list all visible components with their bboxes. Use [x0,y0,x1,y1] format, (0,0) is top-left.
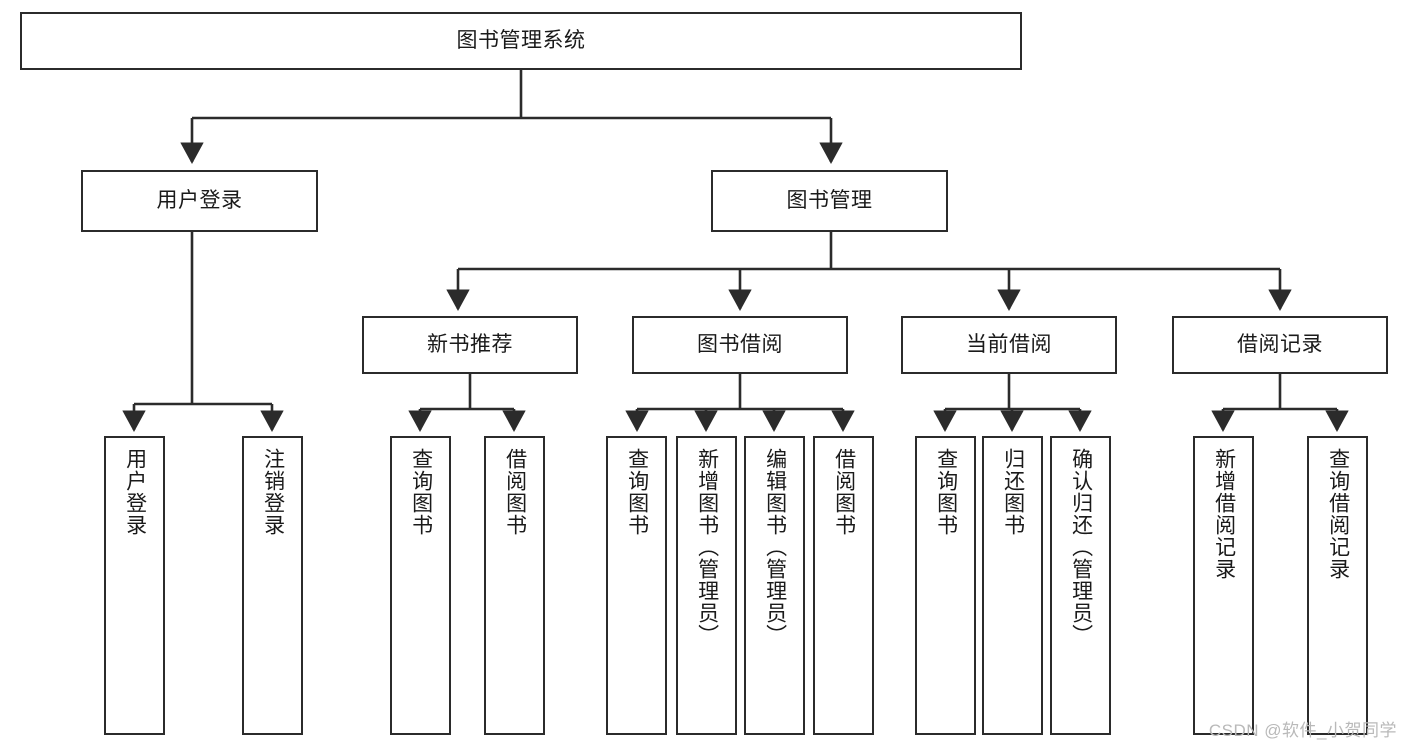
node-label: 查询图书 [934,448,958,536]
node-label: 借阅图书 [503,448,527,536]
leaf-borrow-book-newbook[interactable]: 借阅图书 [484,436,545,735]
node-label: 图书管理系统 [456,29,586,53]
node-label: 图书管理 [786,189,873,213]
leaf-borrow-book[interactable]: 借阅图书 [813,436,874,735]
leaf-search-borrow-record[interactable]: 查询借阅记录 [1307,436,1368,735]
leaf-add-borrow-record[interactable]: 新增借阅记录 [1193,436,1254,735]
node-new-book-recommendation[interactable]: 新书推荐 [362,316,578,374]
node-label: 当前借阅 [966,333,1052,357]
node-label: 新增图书（管理员） [695,448,719,646]
node-label: 编辑图书（管理员） [763,448,787,646]
leaf-add-book-admin[interactable]: 新增图书（管理员） [676,436,737,735]
node-label: 借阅记录 [1237,333,1323,357]
node-root-library-management-system[interactable]: 图书管理系统 [20,12,1022,70]
leaf-user-login[interactable]: 用户登录 [104,436,165,735]
watermark-text: CSDN @软件_小贺同学 [1208,721,1397,740]
node-label: 新书推荐 [427,333,513,357]
node-borrow-records[interactable]: 借阅记录 [1172,316,1388,374]
leaf-return-book[interactable]: 归还图书 [982,436,1043,735]
node-book-management[interactable]: 图书管理 [711,170,948,232]
node-label: 归还图书 [1001,448,1025,536]
leaf-logout[interactable]: 注销登录 [242,436,303,735]
leaf-search-book-borrow[interactable]: 查询图书 [606,436,667,735]
leaf-confirm-return-admin[interactable]: 确认归还（管理员） [1050,436,1111,735]
node-label: 借阅图书 [832,448,856,536]
node-label: 用户登录 [123,448,147,536]
node-book-borrowing[interactable]: 图书借阅 [632,316,848,374]
node-label: 查询借阅记录 [1326,448,1350,580]
node-label: 注销登录 [261,448,285,536]
node-label: 查询图书 [625,448,649,536]
node-label: 确认归还（管理员） [1069,448,1093,646]
node-label: 查询图书 [409,448,433,536]
node-label: 图书借阅 [697,333,783,357]
node-current-borrowing[interactable]: 当前借阅 [901,316,1117,374]
leaf-search-book-current[interactable]: 查询图书 [915,436,976,735]
leaf-edit-book-admin[interactable]: 编辑图书（管理员） [744,436,805,735]
node-user-login[interactable]: 用户登录 [81,170,318,232]
node-label: 新增借阅记录 [1212,448,1236,580]
leaf-search-book-newbook[interactable]: 查询图书 [390,436,451,735]
node-label: 用户登录 [156,189,243,213]
